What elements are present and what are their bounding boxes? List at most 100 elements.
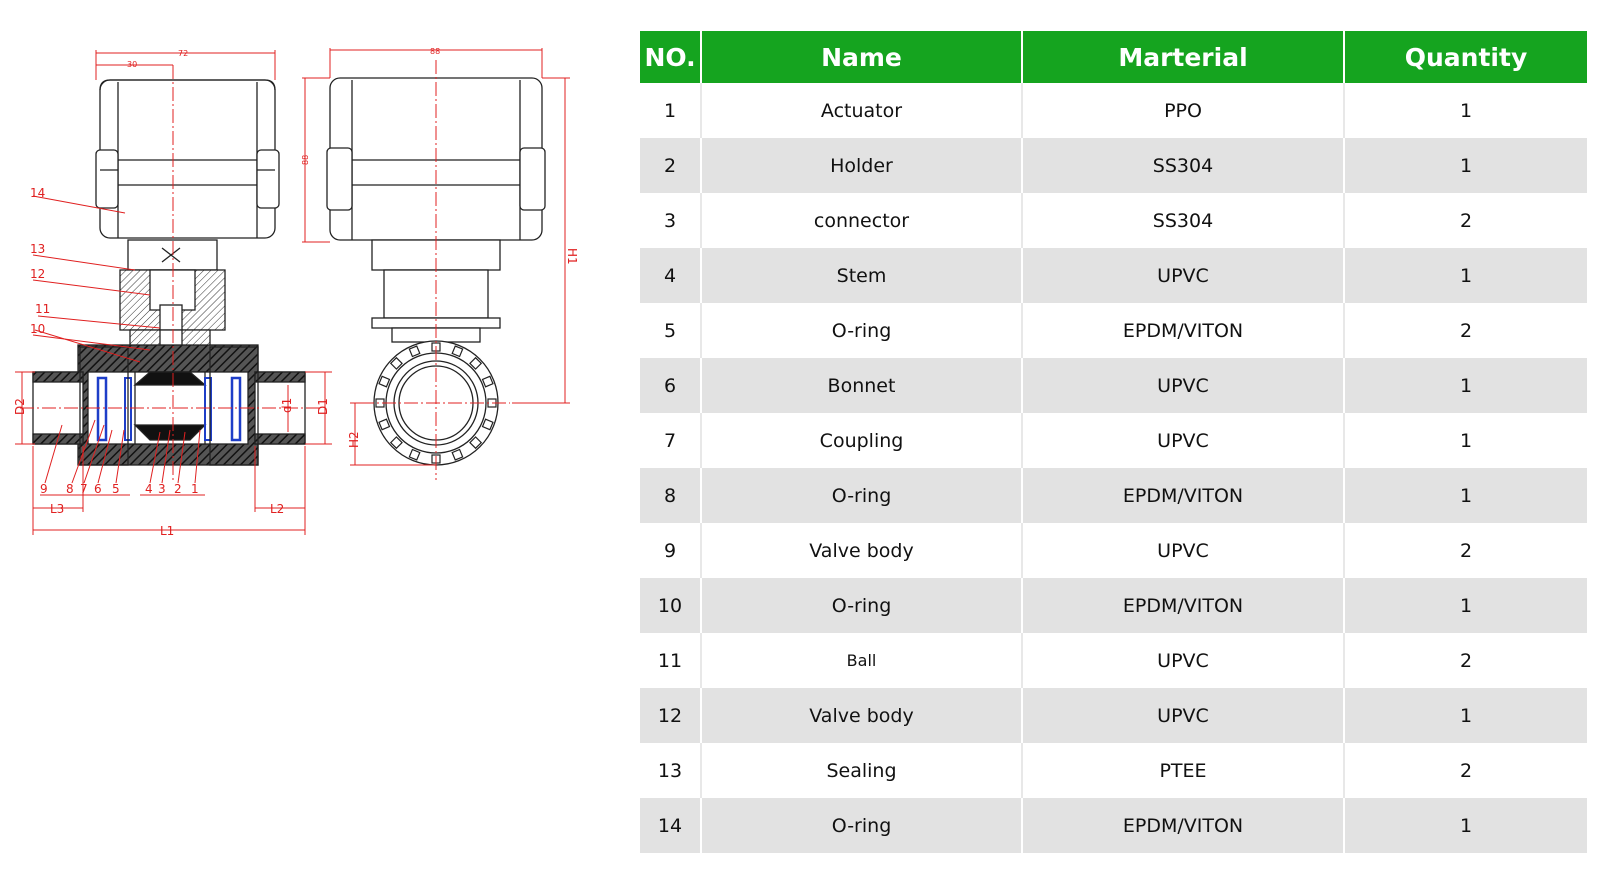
cell-no: 3 — [640, 193, 702, 248]
header-no: NO. — [640, 31, 702, 83]
cell-quantity: 1 — [1344, 688, 1587, 743]
cell-no: 12 — [640, 688, 702, 743]
cell-material: EPDM/VITON — [1022, 303, 1345, 358]
cell-name: Holder — [701, 138, 1023, 193]
dim-72: 72 — [178, 49, 188, 58]
callout-5: 5 — [112, 482, 120, 496]
flange-tooth — [408, 345, 421, 358]
dim-H1: H1 — [565, 248, 579, 265]
cell-material: UPVC — [1022, 688, 1345, 743]
header-name: Name — [701, 31, 1023, 83]
cell-no: 14 — [640, 798, 702, 853]
callout-14: 14 — [30, 186, 45, 200]
cell-no: 7 — [640, 413, 702, 468]
dim-88-height: 88 — [301, 155, 310, 165]
cell-no: 4 — [640, 248, 702, 303]
cell-material: UPVC — [1022, 413, 1345, 468]
cell-quantity: 1 — [1459, 99, 1473, 122]
callout-11: 11 — [35, 302, 50, 316]
cell-name: Stem — [701, 248, 1023, 303]
callout-1: 1 — [191, 482, 199, 496]
flange-tooth — [451, 448, 464, 461]
cell-material: PPO — [1022, 83, 1345, 138]
cell-no: 13 — [640, 743, 702, 798]
cell-name: O-ring — [701, 578, 1023, 633]
dim-D2: D2 — [13, 398, 27, 415]
cell-quantity: 2 — [1459, 209, 1473, 232]
front-view-dimensions — [15, 50, 332, 535]
cell-material: EPDM/VITON — [1022, 798, 1345, 853]
flange-tooth — [469, 436, 483, 450]
cell-name: connector — [701, 193, 1023, 248]
cell-name: O-ring — [701, 303, 1023, 358]
dim-L1: L1 — [160, 524, 174, 538]
flange-tooth — [389, 356, 403, 370]
cell-name: O-ring — [701, 468, 1023, 523]
flange-tooth — [378, 418, 391, 431]
cell-material: EPDM/VITON — [1022, 578, 1345, 633]
cell-quantity: 1 — [1344, 578, 1587, 633]
callout-8: 8 — [66, 482, 74, 496]
cell-name: Actuator — [701, 83, 1023, 138]
cell-quantity: 1 — [1344, 138, 1587, 193]
flange-tooth — [378, 375, 391, 388]
header-quantity: Quantity — [1344, 31, 1587, 83]
dim-L2: L2 — [270, 502, 284, 516]
cell-name: Bonnet — [701, 358, 1023, 413]
cell-material: SS304 — [1022, 193, 1345, 248]
table-header-row: NO. Name Marterial Quantity — [640, 31, 1587, 83]
dim-d1: d1 — [280, 398, 294, 413]
flange-tooth — [481, 375, 494, 388]
flange-tooth — [481, 418, 494, 431]
cell-material: UPVC — [1022, 358, 1345, 413]
cell-quantity: 2 — [1459, 649, 1473, 672]
callout-9: 9 — [40, 482, 48, 496]
side-view-dimensions — [302, 48, 570, 480]
callout-13: 13 — [30, 242, 45, 256]
valve-technical-drawing: 72 30 14 13 12 11 10 9 8 7 6 5 4 3 2 1 L… — [13, 47, 579, 538]
flange-tooth — [451, 345, 464, 358]
callout-6: 6 — [94, 482, 102, 496]
cell-quantity: 1 — [1344, 248, 1587, 303]
cell-material: UPVC — [1022, 523, 1345, 578]
cell-no: 6 — [640, 358, 702, 413]
callout-4: 4 — [145, 482, 153, 496]
cell-quantity: 2 — [1459, 319, 1473, 342]
flange-tooth — [469, 356, 483, 370]
cell-no: 9 — [640, 523, 702, 578]
cell-quantity: 2 — [1459, 539, 1473, 562]
cell-material: UPVC — [1022, 248, 1345, 303]
cell-no: 10 — [640, 578, 702, 633]
cell-quantity: 1 — [1344, 468, 1587, 523]
dim-D1: D1 — [316, 398, 330, 415]
cell-no: 11 — [640, 633, 702, 688]
callout-7: 7 — [80, 482, 88, 496]
front-section-view — [32, 79, 306, 466]
cell-material: EPDM/VITON — [1022, 468, 1345, 523]
cell-name: Coupling — [701, 413, 1023, 468]
flange-tooth — [408, 448, 421, 461]
dim-H2: H2 — [347, 431, 361, 448]
cell-no: 1 — [640, 83, 702, 138]
front-view-labels: 72 30 14 13 12 11 10 9 8 7 6 5 4 3 2 1 L… — [13, 49, 330, 538]
cell-quantity: 1 — [1344, 798, 1587, 853]
cell-material: PTEE — [1022, 743, 1345, 798]
cell-name: O-ring — [701, 798, 1023, 853]
flange-tooth — [389, 436, 403, 450]
side-view-labels: 88 88 H1 H2 — [301, 47, 579, 448]
callout-12: 12 — [30, 267, 45, 281]
